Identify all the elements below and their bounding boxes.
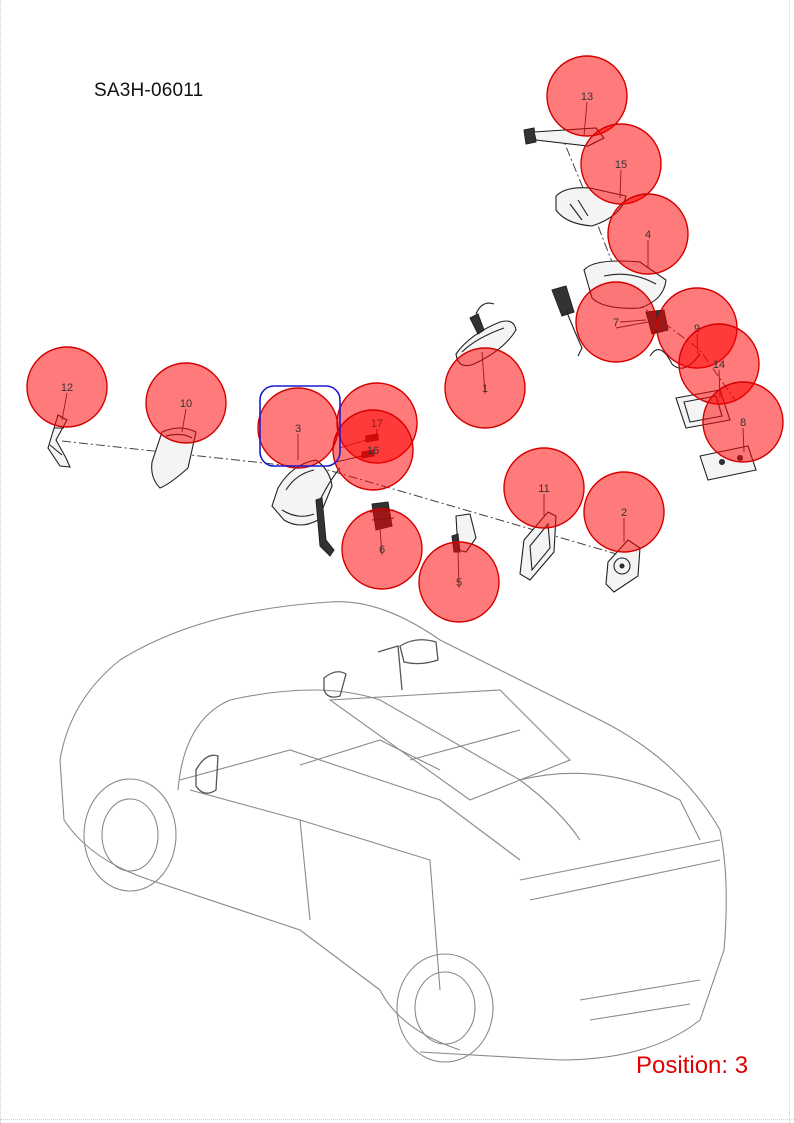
callout-circle-5[interactable]: [418, 541, 500, 623]
callout-marker-16[interactable]: 16: [332, 409, 414, 491]
vehicle-illustration: [59, 601, 727, 1063]
callout-label-3: 3: [295, 423, 301, 435]
assembly-axis-main: [61, 440, 621, 556]
callout-circle-11[interactable]: [503, 447, 585, 529]
callout-label-7: 7: [613, 317, 619, 329]
callout-circle-2[interactable]: [583, 471, 665, 553]
callout-marker-5[interactable]: 5: [418, 541, 500, 623]
callout-label-8: 8: [740, 417, 746, 429]
callout-label-5: 5: [456, 577, 462, 589]
callout-label-4: 4: [645, 229, 651, 241]
part-3-mirror-housing: [271, 459, 341, 557]
callout-marker-8[interactable]: 8: [702, 381, 784, 463]
callout-label-14: 14: [713, 359, 725, 371]
callout-circle-8[interactable]: [702, 381, 784, 463]
page-border-bottom: [0, 1119, 794, 1121]
callout-circle-13[interactable]: [546, 55, 628, 137]
callout-label-16: 16: [367, 445, 379, 457]
callout-circle-6[interactable]: [341, 508, 423, 590]
callout-circle-1[interactable]: [444, 347, 526, 429]
callout-marker-2[interactable]: 2: [583, 471, 665, 553]
callout-marker-1[interactable]: 1: [444, 347, 526, 429]
callout-marker-15[interactable]: 15: [580, 123, 662, 205]
callout-label-9: 9: [694, 323, 700, 335]
callout-circle-12[interactable]: [26, 346, 108, 428]
callout-label-2: 2: [621, 507, 627, 519]
callout-marker-11[interactable]: 11: [503, 447, 585, 529]
selection-outline: [259, 385, 341, 467]
callout-marker-10[interactable]: 10: [145, 362, 227, 444]
diagram-code: SA3H-06011: [94, 80, 204, 101]
callout-marker-4[interactable]: 4: [607, 193, 689, 275]
page-border-left: [0, 0, 2, 1123]
callout-circle-7[interactable]: [575, 281, 657, 363]
callout-markers: 1315479148112103171665112: [26, 55, 784, 623]
callout-label-6: 6: [379, 544, 385, 556]
callout-circle-16[interactable]: [332, 409, 414, 491]
callout-circle-10[interactable]: [145, 362, 227, 444]
callout-marker-6[interactable]: 6: [341, 508, 423, 590]
callout-label-11: 11: [538, 483, 549, 495]
callout-label-15: 15: [615, 159, 627, 171]
callout-marker-7[interactable]: 7: [575, 281, 657, 363]
callout-label-1: 1: [482, 383, 488, 395]
callout-marker-3[interactable]: 3: [257, 387, 339, 469]
position-label: Position: 3: [636, 1052, 749, 1079]
callout-label-12: 12: [61, 382, 73, 394]
callout-circle-4[interactable]: [607, 193, 689, 275]
callout-marker-13[interactable]: 13: [546, 55, 628, 137]
callout-label-10: 10: [180, 398, 192, 410]
callout-marker-12[interactable]: 12: [26, 346, 108, 428]
page-border-right: [789, 0, 791, 1123]
callout-label-13: 13: [581, 91, 593, 103]
